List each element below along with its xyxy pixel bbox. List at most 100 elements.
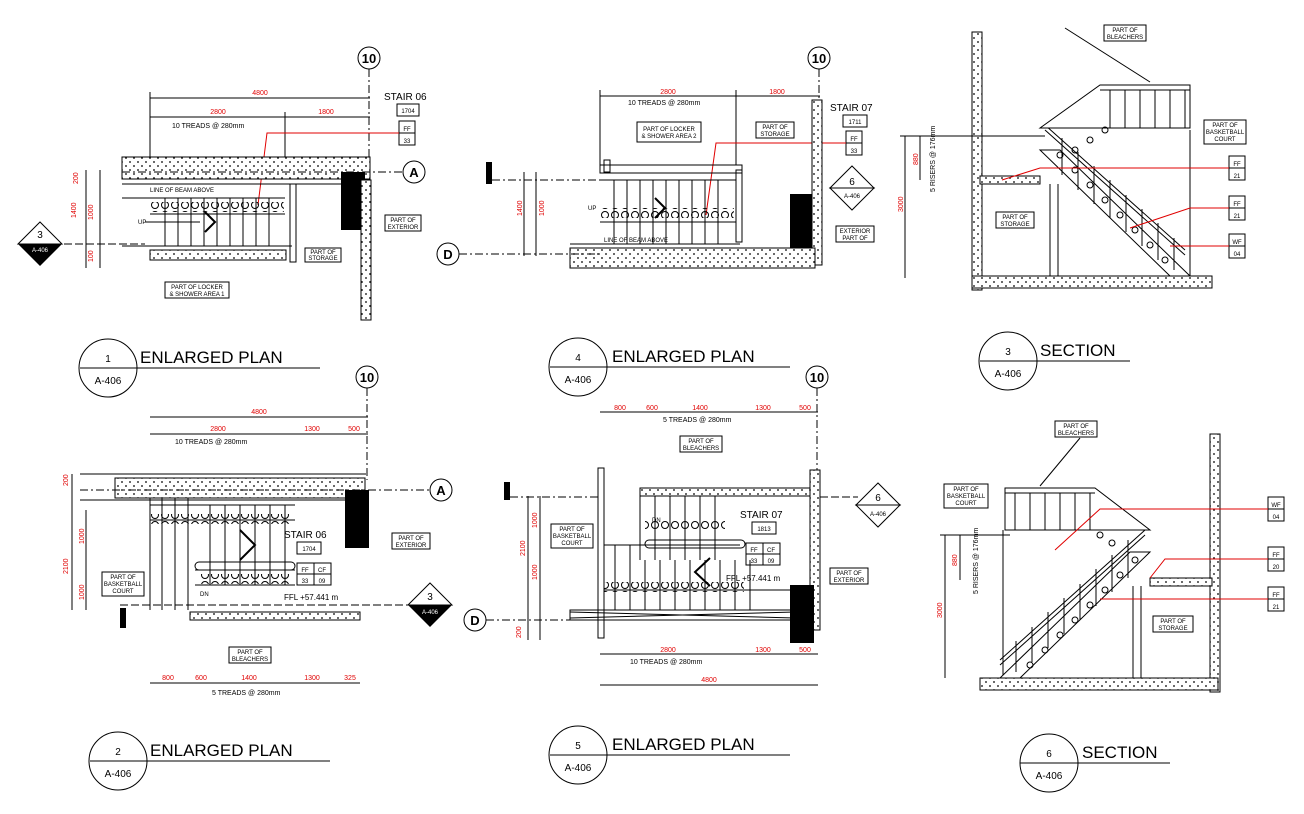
section-marker-number: 6 bbox=[849, 177, 855, 188]
finish-tag-33: 33 bbox=[302, 579, 309, 585]
view-number: 4 bbox=[575, 353, 581, 364]
view-sheet: A-406 bbox=[995, 369, 1022, 380]
finish-tag-20: 20 bbox=[1273, 565, 1280, 571]
finish-tag-cf: CF bbox=[767, 548, 775, 554]
room-label: BLEACHERS bbox=[1058, 431, 1094, 437]
room-label: PART OF bbox=[953, 487, 979, 493]
section-marker-sheet: A-406 bbox=[32, 248, 49, 254]
finish-tag-ff: FF bbox=[1233, 202, 1241, 208]
room-label: PART OF bbox=[1002, 215, 1028, 221]
dim-4800: 4800 bbox=[701, 677, 717, 684]
dim-1000: 1000 bbox=[79, 528, 86, 544]
treads-note: 5 TREADS @ 280mm bbox=[663, 417, 732, 424]
view-number: 2 bbox=[115, 747, 121, 758]
dim-1300: 1300 bbox=[304, 675, 320, 682]
up-label: UP bbox=[588, 206, 596, 212]
dim-1400: 1400 bbox=[71, 202, 78, 218]
view-title: ENLARGED PLAN bbox=[612, 735, 755, 754]
view-number: 6 bbox=[1046, 749, 1052, 760]
treads-note: 10 TREADS @ 280mm bbox=[630, 659, 703, 666]
grid-label-10: 10 bbox=[362, 51, 376, 66]
room-label: PART OF bbox=[836, 571, 862, 577]
stair-code: 1704 bbox=[401, 109, 415, 115]
dim-800: 800 bbox=[614, 405, 626, 412]
dim-2100: 2100 bbox=[63, 558, 70, 574]
finish-tag-ff: FF bbox=[850, 137, 858, 143]
panel-1-plan: 10 4800 2800 1800 10 TREADS @ 280mm STAI… bbox=[16, 46, 427, 398]
grid-bubble-a bbox=[402, 160, 426, 184]
dim-200: 200 bbox=[63, 474, 70, 486]
finish-tag-21: 21 bbox=[1273, 605, 1280, 611]
finish-tag-21: 21 bbox=[1234, 214, 1241, 220]
stair-name: STAIR 06 bbox=[284, 530, 327, 541]
treads-note: 10 TREADS @ 280mm bbox=[175, 439, 248, 446]
finish-tag-wf: WF bbox=[1271, 503, 1281, 509]
room-label: PART OF bbox=[762, 125, 788, 131]
dim-3000: 3000 bbox=[937, 602, 944, 618]
dim-2100: 2100 bbox=[520, 540, 527, 556]
room-label: STORAGE bbox=[760, 132, 789, 138]
grid-label-10: 10 bbox=[812, 51, 826, 66]
grid-label-a: A bbox=[436, 483, 446, 498]
dim-2800: 2800 bbox=[660, 647, 676, 654]
beam-note: LINE OF BEAM ABOVE bbox=[150, 188, 214, 194]
finish-tag-21: 21 bbox=[1234, 174, 1241, 180]
view-number: 5 bbox=[575, 741, 581, 752]
dim-2800: 2800 bbox=[210, 109, 226, 116]
dn-label: DN bbox=[200, 592, 209, 598]
risers-note: 5 RISERS @ 176mm bbox=[973, 528, 980, 594]
view-number: 1 bbox=[105, 354, 111, 365]
finish-tag-ff: FF bbox=[403, 127, 411, 133]
room-label: COURT bbox=[955, 501, 977, 507]
room-label: BASKETBALL bbox=[553, 534, 592, 540]
view-title: SECTION bbox=[1082, 743, 1158, 762]
view-number: 3 bbox=[1005, 347, 1011, 358]
dim-1000: 1000 bbox=[79, 584, 86, 600]
room-label: PART OF bbox=[688, 439, 714, 445]
view-sheet: A-406 bbox=[565, 375, 592, 386]
treads-note: 10 TREADS @ 280mm bbox=[172, 123, 245, 130]
dim-1800: 1800 bbox=[318, 109, 334, 116]
panel-5-plan: 10 800 600 1400 1300 500 5 TREADS @ 280m… bbox=[463, 365, 902, 785]
dim-200: 200 bbox=[516, 626, 523, 638]
dim-2800: 2800 bbox=[210, 426, 226, 433]
treads-note: 10 TREADS @ 280mm bbox=[628, 100, 701, 107]
finish-tag-ff: FF bbox=[750, 548, 758, 554]
dim-500: 500 bbox=[799, 647, 811, 654]
dim-880: 880 bbox=[952, 554, 959, 566]
ffl-note: FFL +57.441 m bbox=[726, 574, 781, 583]
finish-tag-ff: FF bbox=[1272, 593, 1280, 599]
view-title: ENLARGED PLAN bbox=[612, 347, 755, 366]
dim-1000: 1000 bbox=[532, 564, 539, 580]
room-label: BLEACHERS bbox=[1107, 35, 1143, 41]
panel-4-plan: 10 2800 1800 10 TREADS @ 280mm STAIR 07 … bbox=[436, 46, 876, 397]
dim-1000: 1000 bbox=[539, 200, 546, 216]
finish-tag-09: 09 bbox=[319, 579, 326, 585]
stair-code: 1711 bbox=[849, 120, 863, 126]
section-marker-sheet: A-406 bbox=[844, 194, 861, 200]
section-marker-number: 3 bbox=[37, 230, 43, 241]
room-label: BASKETBALL bbox=[1206, 130, 1245, 136]
panel-6-section: PART OF BLEACHERS PART OF BASKETBALL COU… bbox=[937, 420, 1285, 793]
room-label: PART OF bbox=[110, 575, 136, 581]
dim-600: 600 bbox=[195, 675, 207, 682]
dim-1000: 1000 bbox=[532, 512, 539, 528]
room-label: PART OF LOCKER bbox=[643, 127, 695, 133]
dim-1300: 1300 bbox=[304, 426, 320, 433]
room-label: BLEACHERS bbox=[232, 657, 268, 663]
section-marker-number: 6 bbox=[875, 493, 881, 504]
room-label: PART OF bbox=[842, 236, 868, 242]
room-label: PART OF bbox=[559, 527, 585, 533]
dim-325: 325 bbox=[344, 675, 356, 682]
grid-label-d: D bbox=[443, 247, 452, 262]
section-marker-number: 3 bbox=[427, 592, 433, 603]
finish-tag-33: 33 bbox=[851, 149, 858, 155]
finish-tag-09: 09 bbox=[768, 559, 775, 565]
panel-3-section: PART OF BLEACHERS PART OF BASKETBALL COU… bbox=[898, 24, 1247, 391]
section-marker-sheet: A-406 bbox=[422, 610, 439, 616]
room-label: STORAGE bbox=[1000, 222, 1029, 228]
dim-200: 200 bbox=[73, 172, 80, 184]
finish-tag-ff: FF bbox=[301, 568, 309, 574]
grid-label-10: 10 bbox=[360, 370, 374, 385]
